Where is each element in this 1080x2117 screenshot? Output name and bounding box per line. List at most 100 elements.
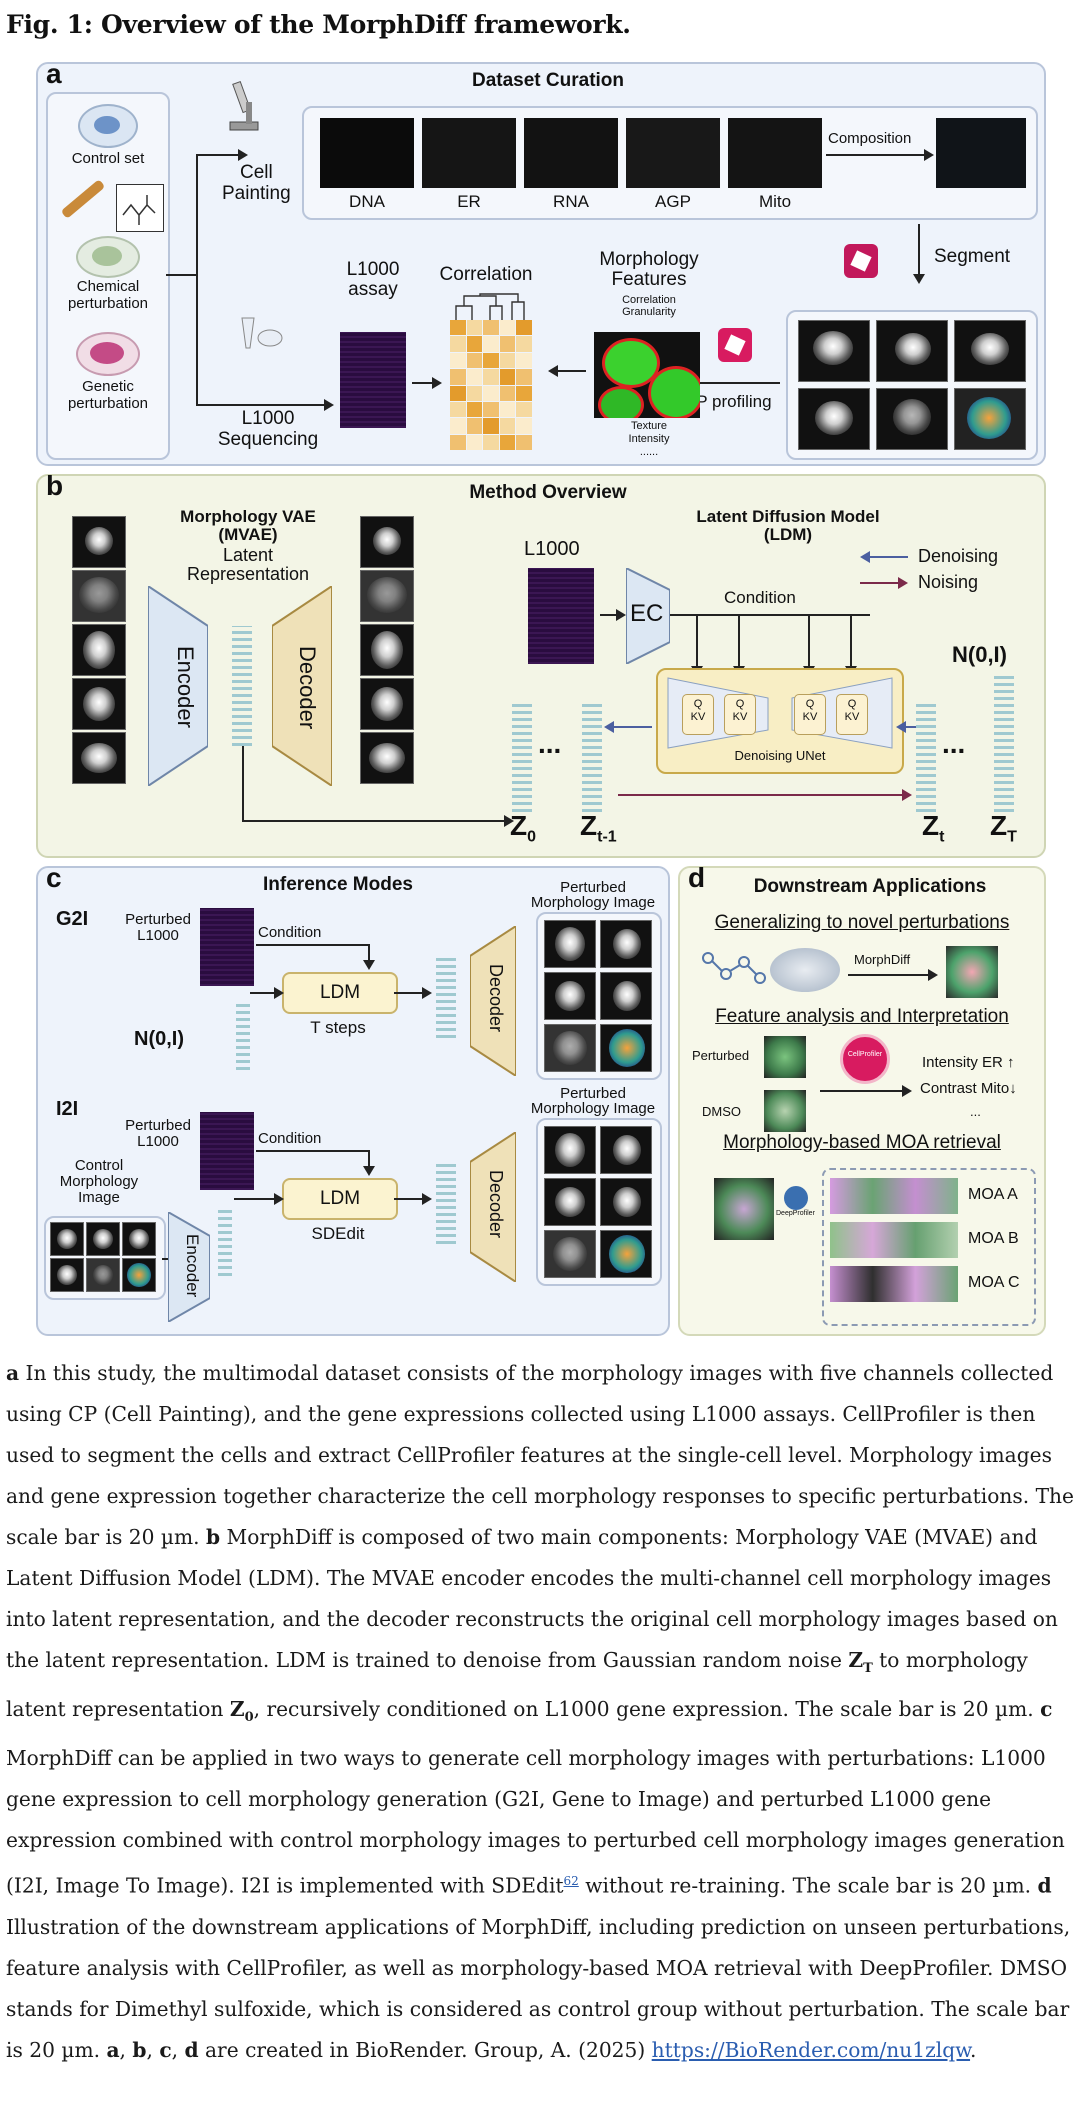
panel-b: b Method Overview Morphology VAE (MVAE) …	[36, 470, 1046, 858]
figure-title: Fig. 1: Overview of the MorphDiff framew…	[6, 10, 631, 39]
mito-channel-image	[728, 118, 822, 188]
correlation-heatmap	[450, 320, 532, 450]
latent-representation-label: Latent Representation	[186, 545, 310, 584]
l1000-matrix	[528, 568, 594, 664]
credit-separator: ,	[146, 2037, 160, 2062]
caption-c-label: c	[1040, 1697, 1053, 1722]
g2i-label: G2I	[56, 908, 89, 930]
credit-separator: ,	[171, 2037, 185, 2062]
dna-channel-image	[320, 118, 414, 188]
contrast-mito-label: Contrast Mito↓	[920, 1080, 1017, 1097]
g2i-condition-label: Condition	[258, 924, 322, 941]
decoder-shape	[272, 586, 332, 786]
deepprofiler-label: DeepProfiler	[776, 1210, 815, 1217]
panel-a-label: a	[46, 58, 62, 89]
caption-d-text: Illustration of the downstream applicati…	[6, 1914, 1071, 2062]
i2i-output-cell	[600, 1178, 652, 1226]
credit-label: b	[132, 2037, 147, 2062]
figure-caption: a In this study, the multimodal dataset …	[6, 1353, 1076, 2071]
noising-legend: Noising	[918, 572, 979, 592]
caption-b-text: to morphology latent representation	[6, 1648, 1028, 1722]
qkv-block: Q KV	[794, 694, 826, 735]
er-channel-image	[422, 118, 516, 188]
g2i-output-cell	[544, 972, 596, 1020]
i2i-output-cell	[544, 1230, 596, 1278]
g2i-noise-vector	[236, 1000, 250, 1070]
g2i-perturbed-l1000-label: Perturbed L1000	[125, 911, 191, 944]
chemical-dish-icon	[76, 236, 140, 278]
moa-a-images	[830, 1178, 958, 1214]
genetic-perturbation-label: Genetic perturbation	[67, 378, 149, 412]
genetic-dish-icon	[76, 332, 140, 376]
perturbed-image	[764, 1036, 806, 1078]
correlation-label: Correlation	[439, 264, 533, 285]
g2i-l1000-matrix	[200, 908, 254, 986]
qkv-block: Q KV	[836, 694, 868, 735]
figure: a Dataset Curation Control set Chemical …	[36, 58, 1048, 1337]
tube-icon	[234, 314, 284, 354]
output-cell-image	[360, 570, 414, 622]
reference-link[interactable]: 62	[563, 1874, 579, 1889]
i2i-ldm-label: LDM	[319, 1188, 361, 1209]
panel-d-title: Downstream Applications	[753, 876, 987, 897]
l1000-sequencing-label: L1000 Sequencing	[217, 408, 319, 450]
g2i-latent	[436, 958, 456, 1038]
g2i-perturbed-image-label: Perturbed Morphology Image	[530, 879, 656, 911]
i2i-label: I2I	[56, 1098, 79, 1120]
credit-label: d	[184, 2037, 199, 2062]
decoder-label: Decoder	[295, 646, 320, 730]
segmented-cell	[798, 320, 870, 382]
g2i-decoder-shape	[470, 926, 516, 1076]
morphology-features-image	[594, 332, 700, 418]
output-cell-image	[360, 732, 414, 784]
biorender-link[interactable]: https://BioRender.com/nu1zlqw	[651, 2037, 971, 2062]
panel-d-label: d	[688, 862, 706, 893]
intensity-er-label: Intensity ER ↑	[922, 1054, 1015, 1071]
zt-label: Zt	[922, 810, 945, 846]
ellipsis-left: ...	[538, 728, 562, 759]
i2i-perturbed-image-label: Perturbed Morphology Image	[530, 1085, 656, 1117]
rna-channel-image	[524, 118, 618, 188]
moa-label: MOA A	[968, 1186, 1018, 1203]
cells-illustration-icon	[770, 948, 840, 992]
input-cell-image	[72, 732, 126, 784]
sample-column: Control set Chemical perturbation Geneti…	[46, 92, 170, 460]
i2i-condition-label: Condition	[258, 1130, 322, 1147]
molecule-icon	[116, 184, 164, 232]
t-steps-label: T steps	[310, 1018, 366, 1037]
control-image-label: Control Morphology Image	[59, 1157, 139, 1206]
encoder-shape	[148, 586, 208, 786]
i2i-decoder-shape	[470, 1132, 516, 1282]
ldm-title: Latent Diffusion Model (LDM)	[696, 507, 880, 544]
g2i-ldm-label: LDM	[319, 982, 361, 1003]
segmented-cell	[798, 388, 870, 450]
section-feature-analysis: Feature analysis and Interpretation	[715, 1006, 1009, 1027]
caption-end: .	[970, 2037, 977, 2062]
zt1-label: Zt-1	[580, 810, 617, 846]
latent-vector	[232, 626, 252, 746]
control-cell	[50, 1258, 84, 1292]
molecule-chain-icon	[700, 944, 770, 994]
credit-label: c	[159, 2037, 172, 2062]
composite-image	[936, 118, 1026, 188]
moa-label: MOA B	[968, 1230, 1019, 1247]
section-novel-perturbations: Generalizing to novel perturbations	[714, 912, 1010, 933]
i2i-ldm-box: LDM	[282, 1178, 398, 1220]
noise-label: N(0,I)	[952, 642, 1007, 667]
cellprofiler-icon: CellProfiler	[840, 1034, 890, 1084]
panel-a: a Dataset Curation Control set Chemical …	[36, 58, 1046, 466]
control-cell-colored	[122, 1258, 156, 1292]
input-cell-image	[72, 570, 126, 622]
latent-zt1	[582, 700, 602, 812]
panel-c: c Inference Modes G2I Perturbed L1000 Co…	[36, 862, 670, 1336]
z0-label: Z0	[510, 810, 537, 846]
moa-label: MOA C	[968, 1274, 1020, 1291]
cp-profiling-label: CP profiling	[684, 392, 772, 411]
i2i-output-cell-colored	[600, 1230, 652, 1278]
ec-shape	[626, 568, 670, 664]
g2i-output-cell-colored	[600, 1024, 652, 1072]
channel-label: RNA	[553, 192, 589, 211]
caption-zT: ZT	[848, 1648, 873, 1677]
segmented-cell	[876, 388, 948, 450]
caption-b-text: MorphDiff is composed of two main compon…	[6, 1525, 1058, 1672]
